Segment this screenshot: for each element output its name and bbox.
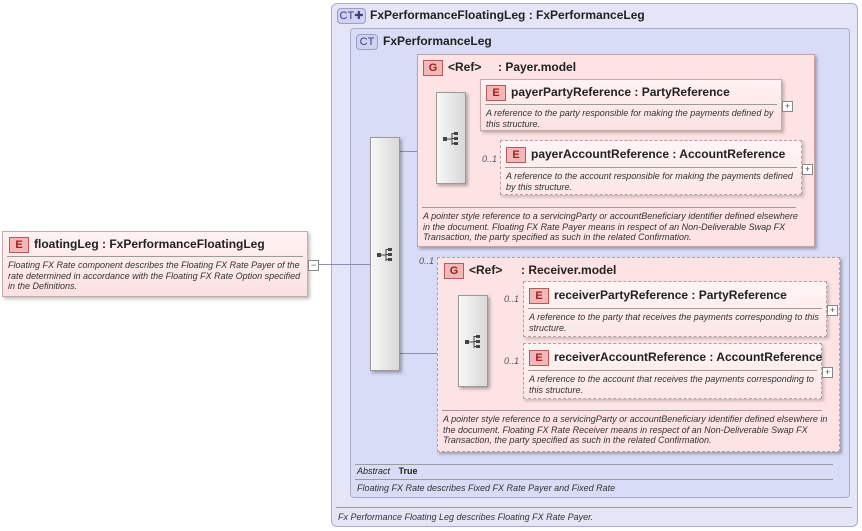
expand-icon[interactable]: + — [822, 367, 833, 378]
complex-type-footer: Floating FX Rate describes Fixed FX Rate… — [357, 483, 616, 493]
element-description: Floating FX Rate component describes the… — [8, 260, 301, 291]
element-badge: E — [529, 350, 549, 366]
element-title: payerAccountReference : AccountReference — [531, 147, 786, 161]
group-ref: <Ref> — [448, 60, 482, 74]
sequence-compositor-receiver[interactable] — [458, 295, 488, 387]
element-title: floatingLeg : FxPerformanceFloatingLeg — [34, 237, 265, 251]
element-title: receiverAccountReference : AccountRefere… — [554, 350, 823, 364]
complex-type-footer: Fx Performance Floating Leg describes Fl… — [338, 512, 594, 522]
expand-icon[interactable]: + — [782, 101, 793, 112]
element-badge: E — [506, 147, 526, 163]
element-description: A reference to the party responsible for… — [486, 108, 774, 129]
expand-icon[interactable]: + — [827, 305, 838, 316]
element-description: A reference to the account that receives… — [529, 374, 814, 395]
group-badge: G — [444, 263, 464, 279]
element-title: receiverPartyReference : PartyReference — [554, 288, 787, 302]
complex-type-title: FxPerformanceLeg — [383, 34, 492, 48]
group-ref: <Ref> — [469, 263, 503, 277]
abstract-value: True — [398, 466, 418, 476]
collapse-icon[interactable]: − — [308, 260, 319, 271]
group-title: : Receiver.model — [521, 263, 617, 277]
element-badge: E — [486, 85, 506, 101]
element-title: payerPartyReference : PartyReference — [511, 85, 730, 99]
element-badge: E — [9, 237, 29, 253]
group-title: : Payer.model — [498, 60, 577, 74]
group-description: A pointer style reference to a servicing… — [423, 211, 798, 242]
sequence-compositor-main[interactable] — [370, 137, 400, 371]
expand-icon[interactable]: + — [802, 164, 813, 175]
element-payeraccountreference[interactable]: E payerAccountReference : AccountReferen… — [500, 140, 802, 195]
element-badge: E — [529, 288, 549, 304]
sequence-compositor-payer[interactable] — [436, 92, 466, 184]
element-receiveraccountreference[interactable]: E receiverAccountReference : AccountRefe… — [523, 343, 822, 399]
element-description: A reference to the account responsible f… — [506, 171, 793, 192]
element-floatingleg[interactable]: E floatingLeg : FxPerformanceFloatingLeg… — [2, 231, 308, 297]
complex-type-badge: CT — [356, 34, 378, 50]
abstract-label: Abstract — [357, 466, 391, 476]
element-payerpartyreference[interactable]: E payerPartyReference : PartyReference A… — [480, 79, 782, 131]
element-receiverpartyreference[interactable]: E receiverPartyReference : PartyReferenc… — [523, 281, 827, 337]
complex-type-badge: CT✚ — [337, 8, 366, 24]
sequence-icon — [443, 132, 458, 145]
cardinality-label: 0..1 — [419, 256, 435, 266]
complex-type-title: FxPerformanceFloatingLeg : FxPerformance… — [370, 8, 645, 22]
cardinality-label: 0..1 — [504, 356, 520, 366]
sequence-icon — [465, 335, 480, 348]
group-description: A pointer style reference to a servicing… — [443, 414, 828, 445]
group-badge: G — [423, 60, 443, 76]
cardinality-label: 0..1 — [482, 154, 498, 164]
element-description: A reference to the party that receives t… — [529, 312, 819, 333]
sequence-icon — [377, 248, 392, 261]
cardinality-label: 0..1 — [504, 294, 520, 304]
